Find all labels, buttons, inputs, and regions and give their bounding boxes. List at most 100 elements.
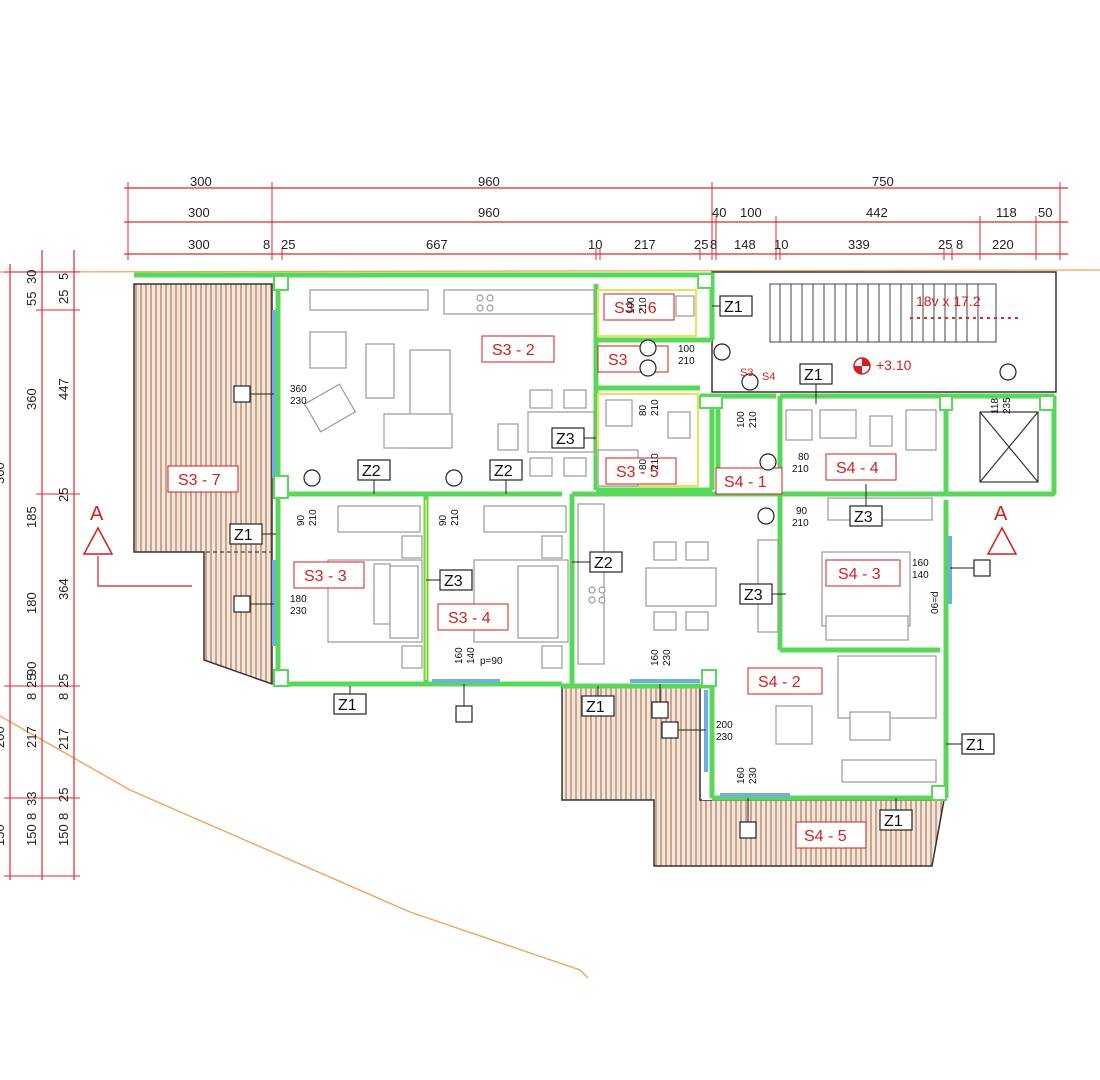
left-dimension-lines [4,250,80,880]
room-labels: S3 - 2 S3 - 6 S3 S3 - 7 S3 - 5 S4 - 1 S4… [167,293,901,849]
stairs-label: 18v x 17.2 [916,293,981,309]
lift [979,411,1039,483]
tag-z2-a: Z2 [362,463,381,480]
dim-row3-3: 667 [426,237,448,252]
room-s4-5: S4 - 5 [804,828,847,845]
dim-left2-1: 5 [56,273,71,280]
win-7-h: 230 [748,767,759,784]
door-7-h: 210 [792,518,809,529]
dim-left1-4: 180 [24,592,39,614]
tag-z1-d: Z1 [338,697,357,714]
dim-left1-2: 360 [24,388,39,410]
dim-row3-1: 8 [263,237,270,252]
win-1-h: 230 [290,396,307,407]
dim-row3-8: 148 [734,237,756,252]
dim-left1-5: 90 [24,662,39,676]
door-4-h: 210 [650,399,661,416]
win-7-w: 160 [736,767,747,784]
win-3-h: 140 [466,647,477,664]
door-markers [303,339,1017,525]
dim-left1-1: 30 [24,270,39,284]
dim-row3-0: 300 [188,237,210,252]
tag-z3-b: Z3 [854,509,873,526]
dim-left2-3: 25 [56,488,71,502]
dim-row2-3: 100 [740,205,762,220]
dim-left1-10: 150 [24,824,39,846]
dim-row2-0: 300 [188,205,210,220]
win-5-h: 230 [662,649,673,666]
door-2-w: 90 [438,514,449,526]
dim-row2-5: 118 [996,205,1017,220]
dim-row3-9: 10 [774,237,788,252]
section-tag-s4: S4 [762,371,775,383]
section-marker-left: A [82,503,192,587]
door-2-h: 210 [450,509,461,526]
stairs [769,283,997,343]
dim-row1-2: 750 [872,174,894,189]
tag-z1-a: Z1 [724,299,743,316]
tag-z2-b: Z2 [494,463,513,480]
section-marker-right: A [986,503,1018,555]
win-1-w: 360 [290,384,307,395]
dim-row3-13: 220 [992,237,1014,252]
tag-z2-c: Z2 [594,555,613,572]
section-a-right: A [994,503,1008,525]
room-s4-2: S4 - 2 [758,674,801,691]
door-8-w: 80 [798,452,810,463]
lift-h: 235 [1002,397,1013,414]
dim-left2-0: 25 [56,290,71,304]
win-5-w: 160 [650,649,661,666]
level-label: +3.10 [876,357,912,373]
window-symbols [233,385,991,839]
room-s4-4: S4 - 4 [836,460,879,477]
top-dimension-lines [124,182,1068,260]
dim-left3-0: 360 [0,462,7,484]
dim-left3-1: 200 [0,726,7,748]
dim-row2-4: 442 [866,205,888,220]
dim-left2-4: 364 [56,578,71,600]
z-tags [229,295,995,831]
level-marker: +3.10 [853,357,912,375]
room-s3-7: S3 - 7 [178,472,221,489]
columns [273,273,1055,801]
door-4-w: 80 [638,404,649,416]
dim-row3-6: 25 [694,237,708,252]
dim-left2-6: 25 [56,674,71,688]
room-s3-4: S3 - 4 [448,610,491,627]
dim-left1-3: 185 [24,506,39,528]
room-s3: S3 [608,352,628,369]
dim-left1-6: 8 [24,693,39,700]
dim-left2-2: 447 [56,378,71,400]
win-4-h: 140 [912,570,929,581]
opening-d90: 06=d [930,591,941,614]
opening-p90: p=90 [480,656,503,667]
dim-row3-11: 25 [938,237,952,252]
dim-row3-5: 217 [634,237,656,252]
dim-row2-1: 960 [478,205,500,220]
tag-z3-c: Z3 [444,573,463,590]
door-3-h: 210 [678,356,695,367]
door-1-w: 90 [296,514,307,526]
win-2-h: 230 [290,606,307,617]
z-tag-labels: Z1 Z1 Z1 Z2 Z2 Z3 Z3 Z2 Z3 Z3 Z1 Z1 Z1 Z… [234,299,985,830]
door-7-w: 90 [796,506,808,517]
dim-left1-11: 8 [24,813,39,820]
furniture [303,289,937,783]
dim-left2-8: 25 [56,788,71,802]
dim-row3-7: 8 [710,237,717,252]
door-8-h: 210 [792,464,809,475]
section-a-left: A [90,503,104,525]
win-4-w: 160 [912,558,929,569]
tag-z3-a: Z3 [556,431,575,448]
dim-left2-9: 150 [56,824,71,846]
dim-row3-12: 8 [956,237,963,252]
dim-left3-2: 150 [0,824,7,846]
section-tag-s3: S3 [740,367,753,379]
win-6-w: 200 [716,720,733,731]
win-3-w: 160 [454,647,465,664]
room-s3-5: S3 - 5 [616,464,659,481]
door-6-h: 210 [650,453,661,470]
tag-z1-g: Z1 [884,813,903,830]
room-s3-2: S3 - 2 [492,342,535,359]
opening-s3-6-w: 100 [626,297,637,314]
